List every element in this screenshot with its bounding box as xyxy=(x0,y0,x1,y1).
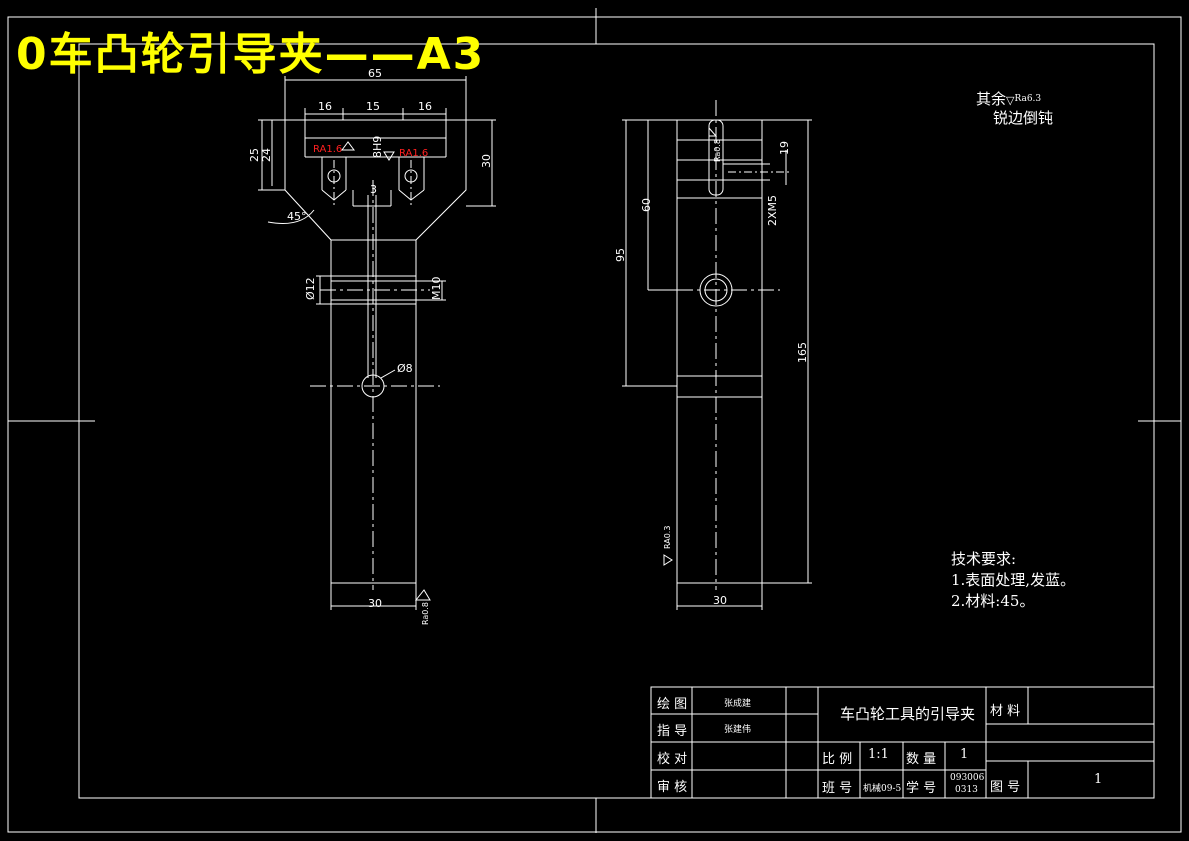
title-block xyxy=(650,686,1155,799)
dim-95: 95 xyxy=(614,248,627,262)
tech-req-1: 1.表面处理,发蓝。 xyxy=(951,571,1076,589)
check-label: 校 对 xyxy=(657,752,688,767)
dim-16a: 16 xyxy=(318,100,332,113)
tech-req-title: 技术要求: xyxy=(951,550,1017,568)
class-value: 机械09-5 xyxy=(863,784,902,794)
dim-d8: Ø8 xyxy=(397,362,413,375)
roughness-left: Ra0.8 xyxy=(421,602,430,625)
drawing-no-value: 1 xyxy=(1094,772,1103,787)
deburr-note: 锐边倒钝 xyxy=(993,109,1054,127)
scale-label: 比 例 xyxy=(822,752,853,767)
draw-value: 张成建 xyxy=(724,699,752,709)
dim-65: 65 xyxy=(368,67,382,80)
dim-45: 45° xyxy=(287,210,307,223)
roughness-symbols-left xyxy=(341,141,395,161)
drawing-title: 0车凸轮引导夹——A3 xyxy=(16,29,486,80)
id-label: 学 号 xyxy=(906,781,937,796)
guide-label: 指 导 xyxy=(657,724,688,739)
roughness-side-bottom: RA0.3 xyxy=(663,526,672,549)
part-name: 车凸轮工具的引导夹 xyxy=(840,705,976,723)
qty-label: 数 量 xyxy=(906,752,937,767)
side-view-labels: 60 95 165 19 2XM5 Ra0.8 RA0.3 30 xyxy=(614,139,809,607)
guide-value: 张建伟 xyxy=(724,725,752,735)
roughness-other-prefix: 其余 xyxy=(976,90,1007,108)
dim-165: 165 xyxy=(796,342,809,363)
dim-25: 25 xyxy=(248,148,261,162)
side-view xyxy=(622,100,812,610)
review-label: 审 核 xyxy=(657,780,688,795)
scale-value: 1:1 xyxy=(868,747,889,762)
dim-15: 15 xyxy=(366,100,380,113)
draw-label: 绘 图 xyxy=(657,697,688,712)
front-view-labels: 65 16 15 16 25 24 30 8H9 3 45° Ø12 M10 Ø… xyxy=(248,67,493,625)
dim-24: 24 xyxy=(260,148,273,162)
id-value-1: 093006 xyxy=(950,773,985,783)
dim-60: 60 xyxy=(640,198,653,212)
dim-d12: Ø12 xyxy=(304,277,317,300)
dim-16b: 16 xyxy=(418,100,432,113)
roughness-other-value: Ra6.3 xyxy=(1014,94,1042,104)
dim-30-right: 30 xyxy=(480,154,493,168)
tech-req-2: 2.材料:45。 xyxy=(951,592,1035,610)
roughness-other-note: 其余▽Ra6.3 xyxy=(976,89,1041,111)
id-value-2: 0313 xyxy=(955,785,978,795)
dim-19: 19 xyxy=(778,141,791,155)
qty-value: 1 xyxy=(960,747,969,762)
roughness-other-symbol: ▽ xyxy=(1006,94,1015,107)
roughness-ra16-b: RA1.6 xyxy=(399,148,428,159)
dim-m10: M10 xyxy=(430,277,443,301)
class-label: 班 号 xyxy=(822,781,853,796)
roughness-side: Ra0.8 xyxy=(713,139,722,162)
dim-30-bottom-right: 30 xyxy=(713,594,727,607)
drawing-frame xyxy=(7,8,1182,833)
dim-2xm5: 2XM5 xyxy=(766,195,779,226)
front-view xyxy=(258,76,496,610)
roughness-marks-red: RA1.6 RA1.6 xyxy=(313,144,428,159)
dim-8h9: 8H9 xyxy=(371,136,384,158)
material-label: 材 料 xyxy=(990,704,1021,719)
roughness-ra16-a: RA1.6 xyxy=(313,144,342,155)
dim-30-bottom-left: 30 xyxy=(368,597,382,610)
drawing-no-label: 图 号 xyxy=(990,780,1021,795)
dim-3: 3 xyxy=(370,183,377,196)
